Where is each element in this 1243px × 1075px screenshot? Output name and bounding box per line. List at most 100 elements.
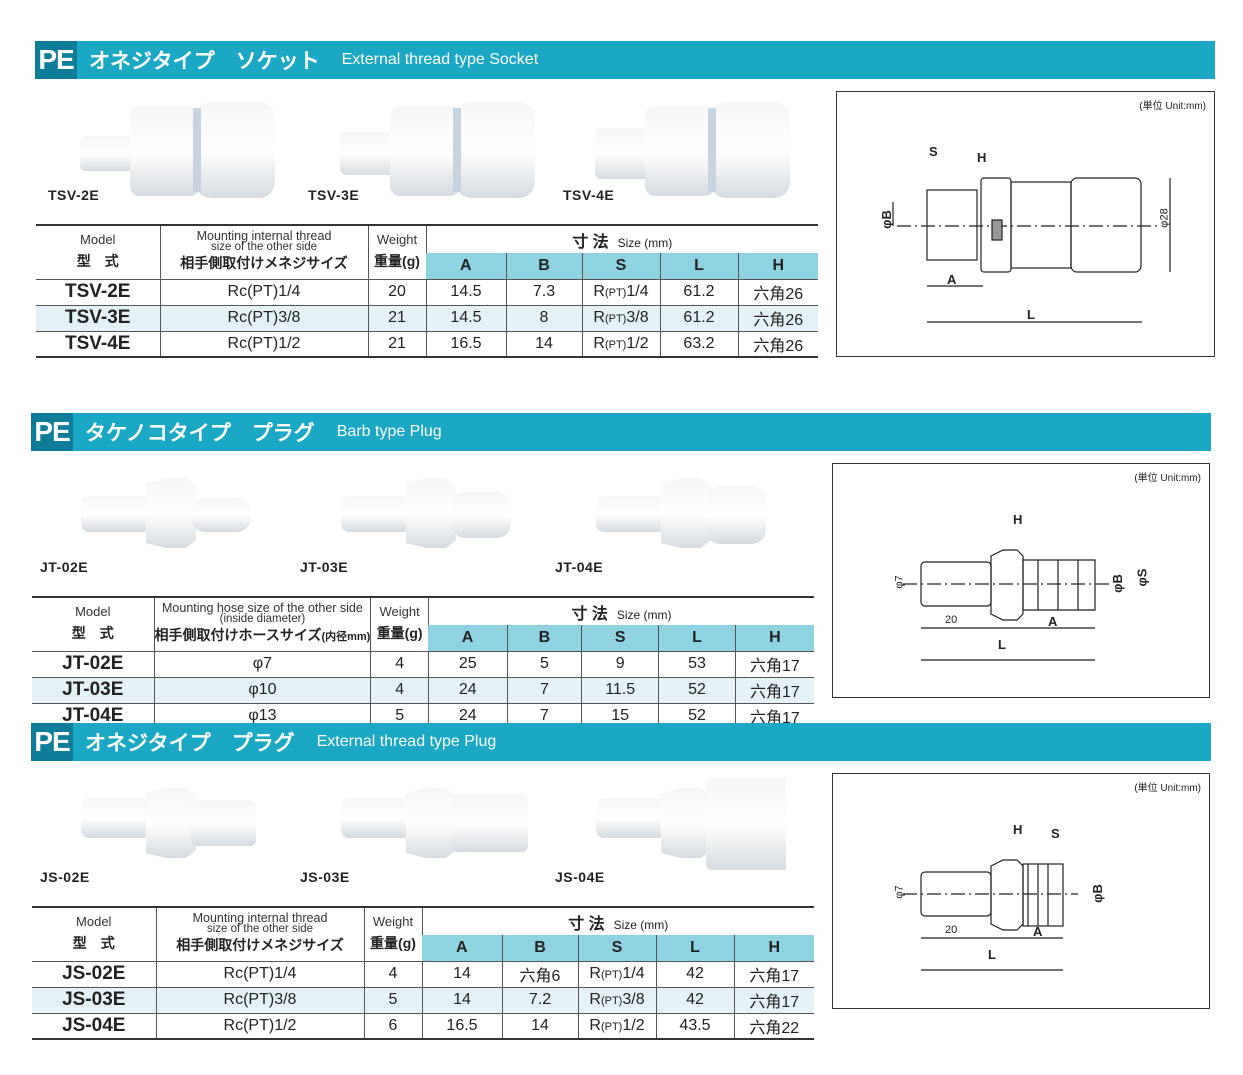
s-size: 1/2: [622, 1016, 645, 1034]
product-model-label: JT-03E: [300, 559, 349, 575]
mount-header-en1: Mounting internal thread: [192, 911, 328, 926]
s-cell: R(PT)1/2: [577, 1012, 656, 1039]
weight-cell: 4: [370, 676, 429, 703]
product-image: [75, 96, 275, 206]
diagram-label-A: A: [1048, 614, 1058, 629]
h-cell: 六角22: [733, 1012, 814, 1039]
diagram-label-phi-7: φ7: [893, 575, 906, 589]
s-prefix: 15: [611, 706, 630, 724]
s-prefix: R: [593, 334, 605, 352]
size-header-en: Size (mm): [616, 607, 672, 622]
weight-header-jp: 重量(g): [374, 252, 420, 269]
diagram-label-phi-B: φB: [1089, 884, 1105, 903]
s-prefix: 11.5: [605, 681, 636, 698]
s-size: 1/4: [622, 965, 645, 982]
model-header-jp: 型 式: [76, 252, 119, 269]
plug-drawing: [903, 549, 1113, 661]
mount-header-unit: (内径mm): [321, 631, 371, 644]
weight-cell: 4: [363, 960, 422, 987]
s-pt: (PT): [604, 338, 627, 351]
product-model-label: JT-04E: [555, 559, 604, 575]
diagram-label-phi-S: φS: [1134, 568, 1150, 587]
mount-cell: Rc(PT)1/2: [159, 330, 368, 357]
diagram-label-A: A: [947, 272, 957, 287]
weight-cell: 21: [367, 330, 426, 357]
mount-header-jp: 相手側取付けホースサイズ: [154, 627, 322, 644]
a-cell: 14.5: [425, 304, 506, 331]
coupling-photo: [80, 102, 275, 198]
h-cell: 六角17: [733, 986, 814, 1013]
mount-header-en2: size of the other side: [206, 923, 314, 936]
pe-badge: PE: [35, 41, 77, 79]
product-image: [71, 778, 261, 888]
pe-badge: PE: [31, 413, 73, 451]
diagram-label-phi-7: φ7: [893, 885, 906, 899]
table-row: TSV-3E Rc(PT)3/8 21 14.5 8 R(PT)3/8 61.2…: [36, 304, 818, 331]
l-cell: 53: [658, 650, 736, 677]
section-title-en: External thread type Plug: [316, 733, 497, 750]
diagram-label-H: H: [977, 150, 987, 165]
s-prefix: 9: [615, 655, 625, 672]
product-image: [586, 468, 776, 578]
h-cell: 六角17: [734, 650, 814, 677]
model-cell: JS-04E: [32, 1012, 156, 1039]
mount-header-jp: 相手側取付けメネジサイズ: [180, 255, 348, 272]
coupling-photo: [340, 102, 535, 198]
table-row: JS-03E Rc(PT)3/8 5 14 7.2 R(PT)3/8 42 六角…: [32, 986, 814, 1013]
mount-header: Mounting hose size of the other side(ins…: [153, 597, 371, 651]
h-cell: 六角17: [733, 960, 814, 987]
dim-header-A: A: [426, 253, 506, 279]
plug-drawing: [903, 859, 1078, 971]
product-image: [335, 96, 535, 206]
s-cell: R(PT)3/8: [577, 986, 656, 1013]
mount-cell: Rc(PT)1/2: [155, 1012, 364, 1039]
size-header-jp: 寸 法: [572, 233, 609, 251]
product-model-label: TSV-4E: [563, 187, 615, 203]
s-size: 3/8: [622, 991, 645, 1008]
s-cell: R(PT)1/2: [581, 330, 660, 357]
unit-note: (単位 Unit:mm): [1134, 473, 1201, 484]
dim-header-H: H: [737, 253, 818, 279]
s-pt: (PT): [600, 969, 623, 981]
size-header-en: Size (mm): [613, 917, 669, 932]
diagram-label-H: H: [1013, 822, 1023, 837]
s-prefix: R: [593, 283, 605, 300]
product-image: [71, 468, 261, 578]
model-cell: JT-02E: [32, 650, 155, 677]
product-model-label: JS-04E: [555, 869, 605, 885]
mount-header-jp: 相手側取付けメネジサイズ: [176, 937, 344, 954]
size-header: 寸 法 Size (mm): [421, 907, 814, 935]
h-cell: 六角26: [737, 304, 818, 331]
dim-header-H: H: [734, 625, 814, 651]
s-size: 1/4: [626, 283, 649, 300]
l-cell: 42: [655, 986, 734, 1013]
diagram-label-S: S: [1051, 826, 1060, 841]
s-size: 3/8: [626, 309, 649, 326]
dim-header-L: L: [658, 625, 736, 651]
table-row: JS-04E Rc(PT)1/2 6 16.5 14 R(PT)1/2 43.5…: [32, 1012, 814, 1039]
model-header-en: Model: [76, 913, 112, 929]
diagram-label-L: L: [998, 637, 1006, 652]
mount-header-en1: Mounting hose size of the other side: [162, 601, 363, 616]
s-cell: R(PT)3/8: [581, 304, 660, 331]
a-cell: 16.5: [421, 1012, 502, 1039]
b-cell: 8: [505, 304, 582, 331]
dim-header-B: B: [505, 253, 582, 279]
s-pt: (PT): [600, 1020, 623, 1033]
model-cell: TSV-3E: [36, 304, 160, 331]
diagram-label-20: 20: [945, 924, 958, 936]
dim-header-S: S: [581, 253, 660, 279]
model-cell: JS-02E: [32, 960, 156, 987]
l-cell: 61.2: [659, 304, 738, 331]
coupling-photo: [81, 788, 256, 858]
